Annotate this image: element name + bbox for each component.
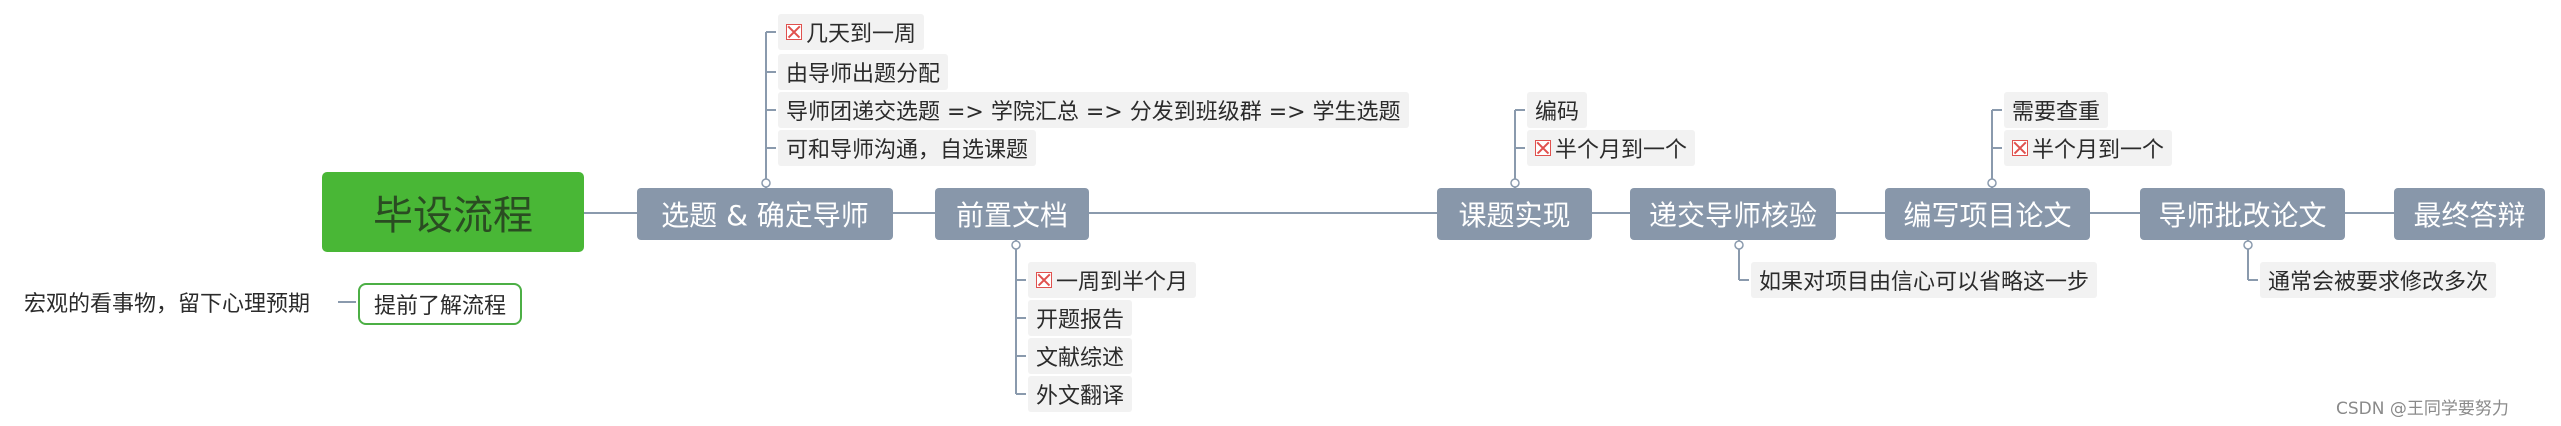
leaf-submit-note[interactable]: 如果对项目由信心可以省略这一步 [1751, 262, 2098, 298]
task-x-icon [1535, 140, 1551, 156]
leaf-topic-item[interactable]: 由导师出题分配 [778, 54, 949, 90]
task-x-icon [2012, 140, 2028, 156]
leaf-topic-item[interactable]: 可和导师沟通，自选课题 [778, 130, 1037, 166]
stage-pre-documents[interactable]: 前置文档 [935, 188, 1089, 240]
leaf-predocs-time[interactable]: 一周到半个月 [1028, 262, 1197, 298]
leaf-review-note[interactable]: 通常会被要求修改多次 [2260, 262, 2497, 298]
leaf-topic-item[interactable]: 导师团递交选题 => 学院汇总 => 分发到班级群 => 学生选题 [778, 92, 1409, 128]
leaf-implement-time-label: 半个月到一个 [1555, 138, 1688, 163]
leaf-thesis-time-label: 半个月到一个 [2032, 138, 2165, 163]
leaf-thesis-time[interactable]: 半个月到一个 [2004, 130, 2173, 166]
leaf-implement-time[interactable]: 半个月到一个 [1527, 130, 1696, 166]
stage-final-defense[interactable]: 最终答辩 [2394, 188, 2545, 240]
root-node-graduation-process[interactable]: 毕设流程 [322, 172, 584, 252]
watermark: CSDN @王同学要努力 [2336, 399, 2509, 419]
stage-topic-selection[interactable]: 选题 & 确定导师 [637, 188, 893, 240]
leaf-predocs-item[interactable]: 外文翻译 [1028, 376, 1133, 412]
leaf-predocs-item[interactable]: 开题报告 [1028, 300, 1133, 336]
stage-implementation[interactable]: 课题实现 [1437, 188, 1592, 240]
side-note[interactable]: 宏观的看事物，留下心理预期 [24, 292, 311, 317]
leaf-predocs-time-label: 一周到半个月 [1056, 270, 1189, 295]
stage-submit-to-advisor[interactable]: 递交导师核验 [1630, 188, 1836, 240]
leaf-topic-time[interactable]: 几天到一周 [778, 14, 925, 50]
task-x-icon [1036, 272, 1052, 288]
leaf-implement-item[interactable]: 编码 [1527, 92, 1588, 128]
side-node-learn-process[interactable]: 提前了解流程 [358, 283, 522, 325]
stage-write-thesis[interactable]: 编写项目论文 [1885, 188, 2090, 240]
leaf-predocs-item[interactable]: 文献综述 [1028, 338, 1133, 374]
task-x-icon [786, 24, 802, 40]
leaf-thesis-item[interactable]: 需要查重 [2004, 92, 2109, 128]
stage-advisor-review[interactable]: 导师批改论文 [2140, 188, 2345, 240]
leaf-topic-time-label: 几天到一周 [806, 22, 917, 47]
